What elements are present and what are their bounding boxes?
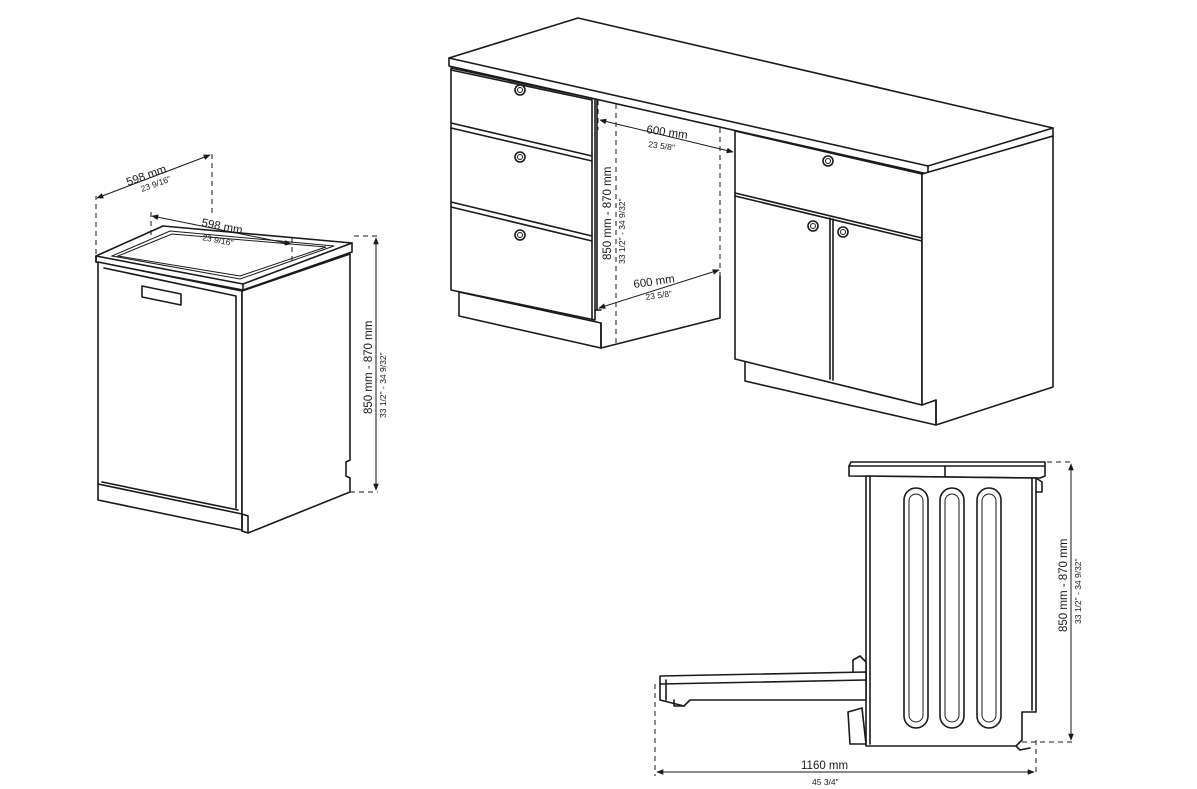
- niche-top-mm: 600 mm: [646, 124, 689, 142]
- dw-height-inch: 33 1/2" - 34 9/32": [378, 352, 388, 418]
- kitchen-cabinet: [448, 17, 1054, 426]
- dw-height-mm: 850 mm - 870 mm: [363, 321, 375, 414]
- side-height-dimension: 850 mm - 870 mm 33 1/2" - 34 9/32": [1022, 461, 1083, 743]
- dishwasher-side-view: [659, 461, 1046, 751]
- niche-top-inch: 23 5/8": [648, 139, 676, 153]
- niche-width-bottom-dimension: 600 mm 23 5/8": [598, 269, 720, 309]
- niche-bottom-mm: 600 mm: [633, 273, 676, 291]
- niche-bottom-inch: 23 5/8": [645, 288, 673, 302]
- niche-width-top-dimension: 600 mm 23 5/8": [597, 100, 736, 160]
- niche-height-inch: 33 1/2" - 34 9/32": [617, 198, 627, 264]
- dw-height-dimension: 850 mm - 870 mm 33 1/2" - 34 9/32": [350, 235, 388, 493]
- dishwasher-freestanding: [95, 225, 353, 534]
- side-depth-mm: 1160 mm: [801, 760, 848, 772]
- side-height-mm: 850 mm - 870 mm: [1058, 539, 1070, 632]
- side-height-inch: 33 1/2" - 34 9/32": [1073, 558, 1083, 624]
- side-depth-inch: 45 3/4": [812, 777, 839, 787]
- side-depth-dimension: 1160 mm 45 3/4": [654, 684, 1037, 787]
- niche-height-mm: 850 mm - 870 mm: [602, 167, 614, 260]
